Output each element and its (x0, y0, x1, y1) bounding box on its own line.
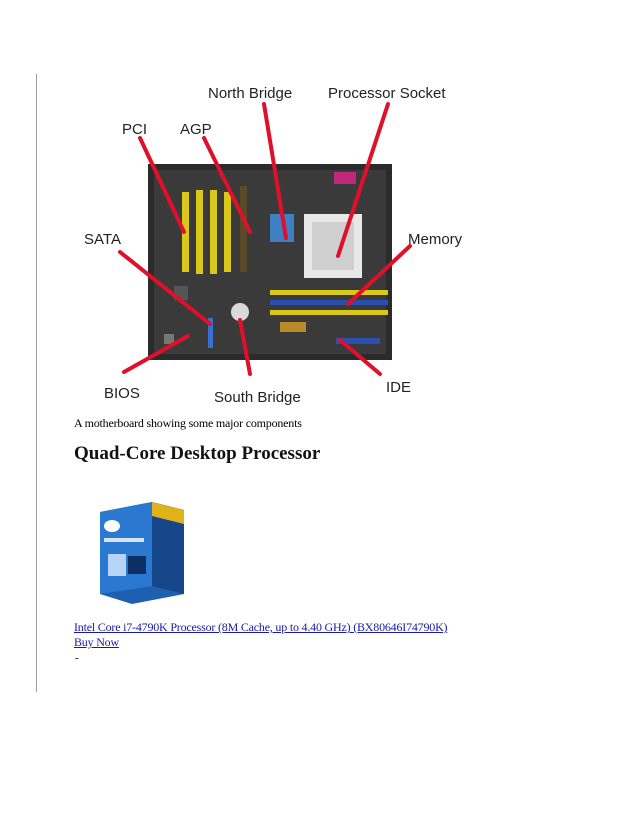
label-sata: SATA (84, 231, 121, 248)
intel-logo-icon (104, 520, 120, 532)
product-link[interactable]: Intel Core i7-4790K Processor (8M Cache,… (74, 620, 448, 634)
label-agp: AGP (180, 121, 212, 138)
margin-rule (36, 74, 37, 692)
label-north-bridge: North Bridge (208, 85, 292, 102)
pointer-lines (118, 102, 412, 376)
label-south-bridge: South Bridge (214, 389, 301, 406)
motherboard-figure: North Bridge Processor Socket PCI AGP SA… (74, 72, 484, 414)
motherboard-image (148, 164, 392, 360)
label-memory: Memory (408, 231, 463, 248)
label-processor-socket: Processor Socket (328, 85, 446, 102)
buy-now-link[interactable]: Buy Now (74, 635, 119, 649)
section-heading: Quad-Core Desktop Processor (74, 443, 321, 464)
figure-caption: A motherboard showing some major compone… (74, 416, 302, 430)
label-pci: PCI (122, 121, 147, 138)
label-ide: IDE (386, 379, 411, 396)
product-image[interactable] (94, 498, 190, 606)
separator: - (75, 652, 79, 664)
label-bios: BIOS (104, 385, 140, 402)
